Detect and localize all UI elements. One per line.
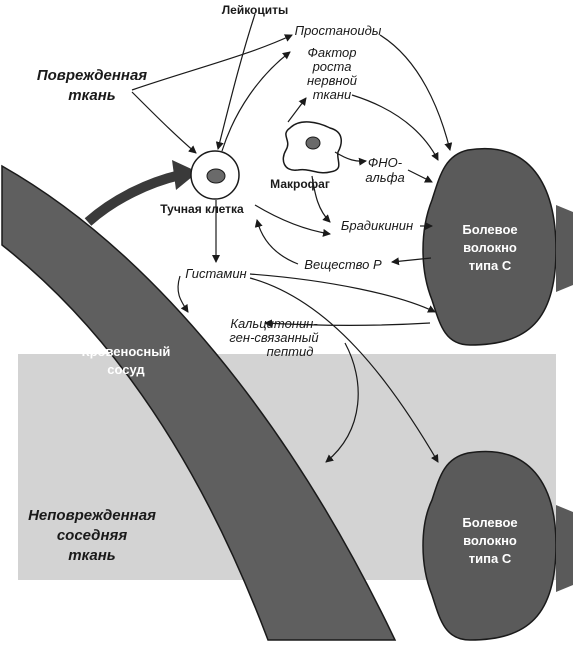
damaged-tissue-label-line2: ткань xyxy=(68,87,116,104)
arrow-damaged-to-mast xyxy=(131,91,197,154)
arrow-substance-p-to-mast xyxy=(254,219,299,265)
cgrp-label-line3: пептид xyxy=(267,344,314,359)
thick-arrow-shaft xyxy=(84,170,182,226)
arrow-fiber-to-substance-p xyxy=(391,257,432,266)
blood-vessel-label-line2: сосуд xyxy=(107,362,145,377)
c-fiber-top-stem xyxy=(556,205,573,292)
arrow-mast-to-prostanoids xyxy=(221,51,291,152)
thick-arrow-head xyxy=(172,160,198,190)
macrophage-label: Макрофаг xyxy=(270,177,330,191)
histamine-label: Гистамин xyxy=(185,266,246,281)
arrow-histamine-to-fiber xyxy=(249,273,436,313)
prostanoids-label: Простаноиды xyxy=(295,23,382,38)
fiber-bottom-label-line1: Болевое xyxy=(462,515,517,530)
arrow-histamine-to-lower-fiber xyxy=(249,277,439,463)
arrow-cgrp-to-vessel xyxy=(325,342,359,463)
arrow-leukocytes-to-mast xyxy=(215,13,256,150)
arrow-mast-to-bradykinin xyxy=(254,204,331,237)
c-fiber-bottom-stem xyxy=(556,505,573,592)
mast-cell-nucleus xyxy=(206,168,226,184)
ngf-label-line1: Фактор xyxy=(308,45,357,60)
arrow-fiber-to-cgrp xyxy=(264,319,431,328)
undamaged-tissue-label-line2: соседняя xyxy=(57,527,128,544)
fiber-top-label-line2: волокно xyxy=(463,240,517,255)
c-fiber-top xyxy=(422,147,557,346)
leukocytes-label: Лейкоциты xyxy=(222,3,289,17)
damaged-tissue-label-line1: Поврежденная xyxy=(37,67,147,84)
c-fiber-bottom xyxy=(422,450,557,641)
cgrp-label-line1: Кальцитонин- xyxy=(230,316,318,331)
undamaged-tissue-label-line1: Неповрежденная xyxy=(28,507,156,524)
ngf-label-line3: нервной xyxy=(307,73,357,88)
cgrp-label-line2: ген-связанный xyxy=(229,330,318,345)
tnf-label-line2: альфа xyxy=(365,170,404,185)
fiber-bottom-label-line3: типа С xyxy=(469,551,512,566)
arrow-histamine-to-vessel xyxy=(177,275,189,313)
fiber-bottom-label-line2: волокно xyxy=(463,533,517,548)
arrow-damaged-to-prostanoids xyxy=(131,34,293,91)
arrow-macrophage-to-bradykinin xyxy=(311,175,331,223)
arrow-ngf-to-fiber xyxy=(351,94,439,161)
blood-vessel-shape xyxy=(1,164,397,641)
substance-p-label: Вещество Р xyxy=(304,257,382,272)
undamaged-tissue-label-line3: ткань xyxy=(68,547,116,564)
bradykinin-label: Брадикинин xyxy=(341,218,413,233)
arrow-macrophage-to-ngf xyxy=(287,97,307,123)
fiber-top-label-line1: Болевое xyxy=(462,222,517,237)
blood-vessel-label-line1: Кровеносный xyxy=(82,344,171,359)
arrow-macrophage-to-tnf xyxy=(334,151,367,166)
arrow-prostanoids-to-fiber xyxy=(379,34,453,151)
arrow-tnf-to-fiber xyxy=(407,169,433,183)
macrophage-nucleus xyxy=(305,136,321,150)
ngf-label-line2: роста xyxy=(312,59,352,74)
fiber-top-label-line3: типа С xyxy=(469,258,512,273)
ngf-label-line4: ткани xyxy=(313,87,352,102)
mast-cell-label: Тучная клетка xyxy=(160,202,244,216)
tnf-label-line1: ФНО- xyxy=(368,155,403,170)
